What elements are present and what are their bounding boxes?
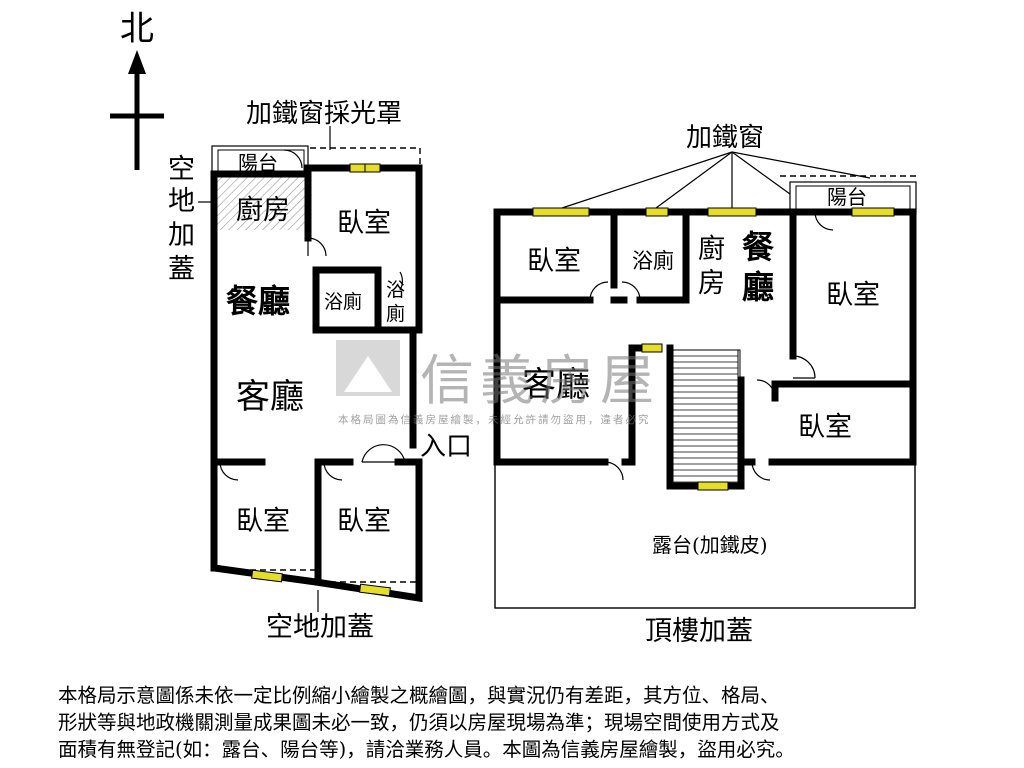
watermark-brand: 信義房屋: [420, 349, 660, 412]
disclaimer-line-3: 面積有無登記(如：露台、陽台等)，請洽業務人員。本圖為信義房屋繪製，盜用必究。: [58, 738, 795, 761]
compass-arrow-head: [128, 50, 146, 74]
left-bedroom-top-label: 臥室: [337, 208, 391, 239]
kitchen-hatch: [216, 176, 306, 230]
watermark-subtitle: 本格局圖為信義房屋繪製，未經允許請勿盜用，違者必究: [338, 414, 651, 426]
right-bedroom1-label: 臥室: [527, 246, 581, 277]
side-extension-label: 空 地 加 蓋: [168, 154, 195, 285]
right-bottom-label: 頂樓加蓋: [645, 616, 753, 647]
left-bedroom-br-label: 臥室: [337, 506, 391, 537]
left-bath2-char-1: 浴: [386, 279, 405, 301]
left-bath1-label: 浴廁: [324, 290, 362, 313]
right-balcony-label: 陽台: [827, 185, 867, 209]
left-living-label: 客廳: [236, 377, 304, 417]
compass-north-label: 北: [120, 9, 154, 49]
left-bath2-char-2: 廁: [386, 302, 405, 325]
iron-window-label: 加鐵窗: [686, 123, 764, 153]
right-bedroom3-label: 臥室: [798, 412, 852, 443]
compass: 北: [110, 9, 164, 170]
right-floor-plan: 加鐵窗: [493, 123, 917, 647]
iron-window-leaders: [561, 151, 871, 209]
side-label-char-1: 空: [168, 154, 195, 185]
door-arc: [307, 237, 327, 257]
left-bottom-label: 空地加蓋: [266, 612, 374, 643]
left-bedroom-bl-label: 臥室: [236, 506, 290, 537]
staircase: [671, 349, 741, 485]
side-label-char-2: 地: [168, 186, 195, 217]
right-kitchen-char-1: 廚: [698, 234, 725, 265]
right-dining-char-1: 餐: [742, 228, 775, 266]
right-bedroom2-label: 臥室: [826, 280, 880, 311]
right-bath-label: 浴廁: [632, 249, 674, 273]
right-windows: [532, 207, 895, 491]
left-windows: [251, 163, 391, 597]
side-label-char-3: 加: [168, 220, 195, 251]
window-cover-label: 加鐵窗採光罩: [246, 99, 402, 129]
canopy-outline: [310, 147, 421, 168]
terrace-label: 露台(加鐵皮): [652, 533, 768, 557]
watermark-logo-icon: [336, 340, 400, 396]
disclaimer-note: 本格局示意圖係未依一定比例縮小繪製之概繪圖，與實況仍有差距，其方位、格局、 形狀…: [58, 682, 978, 763]
right-kitchen-char-2: 房: [698, 268, 725, 299]
left-kitchen-label: 廚房: [236, 195, 290, 226]
entrance-label: 入口: [420, 432, 472, 462]
side-label-char-4: 蓋: [168, 254, 195, 285]
left-dining-label: 餐廳: [226, 282, 290, 320]
left-balcony-label: 陽台: [238, 151, 278, 175]
right-dining-char-2: 廳: [742, 268, 774, 306]
disclaimer-line-1: 本格局示意圖係未依一定比例縮小繪製之概繪圖，與實況仍有差距，其方位、格局、: [58, 684, 780, 707]
disclaimer-line-2: 形狀等與地政機關測量成果圖未必一致，仍須以房屋現場為準；現場空間使用方式及: [58, 711, 780, 734]
entrance-door-arc: [361, 444, 406, 463]
right-living-label: 客廳: [522, 365, 590, 405]
left-floor-plan: 加鐵窗採光罩 空 地 加 蓋: [168, 99, 472, 643]
